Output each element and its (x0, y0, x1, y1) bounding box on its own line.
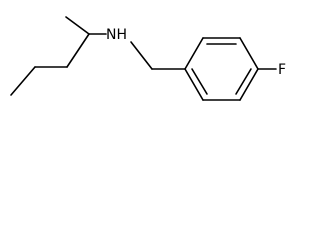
structure-canvas: NH F (0, 0, 310, 110)
ring-bond-3 (239, 37, 259, 70)
ring-double-bond-2 (235, 68, 252, 95)
bond-chiral-ch2 (66, 33, 90, 68)
ring-double-bond-3 (191, 68, 208, 95)
bond-ch2-methyl (10, 66, 36, 96)
skeletal-formula: NH F (10, 16, 286, 101)
nitrogen-label: NH (106, 27, 127, 43)
ring-bond-1 (184, 37, 204, 70)
fluorine-label: F (278, 62, 286, 78)
bond-n-benzyl (130, 41, 153, 70)
ring-bond-6 (184, 68, 204, 101)
bond-methyl-chiral (65, 16, 90, 35)
ring-bond-4 (239, 68, 259, 101)
